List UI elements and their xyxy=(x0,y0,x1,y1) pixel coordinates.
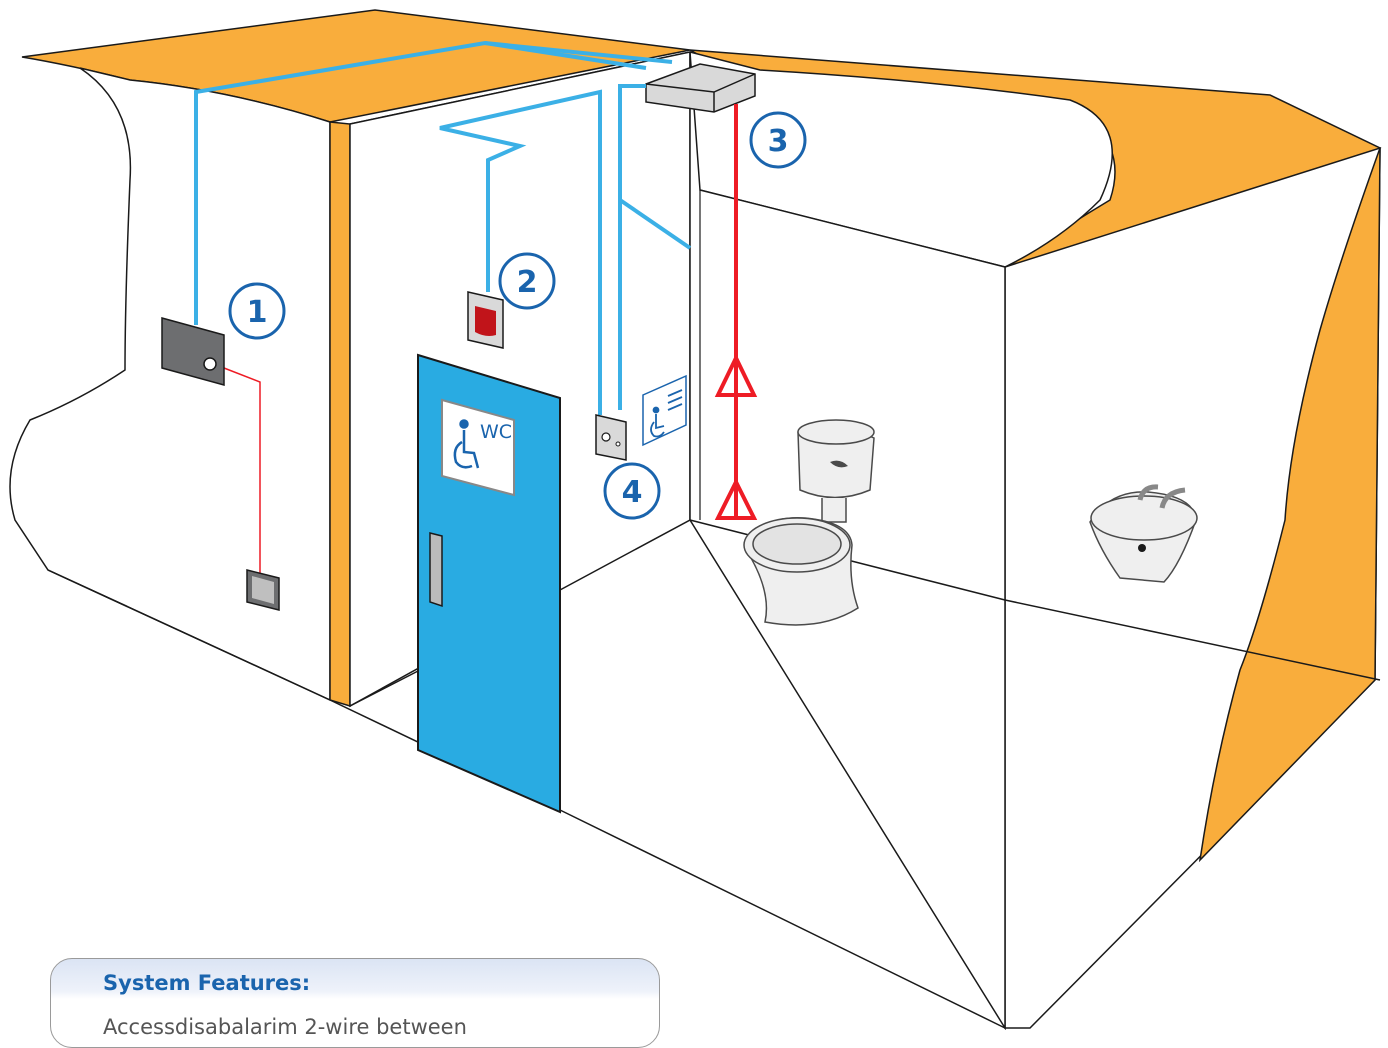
svg-text:4: 4 xyxy=(622,475,643,510)
sounder-lens xyxy=(475,306,496,336)
indicator-light xyxy=(204,358,216,370)
door-sign-text: WC xyxy=(480,421,512,443)
svg-text:3: 3 xyxy=(768,124,789,159)
callout-1: 1 xyxy=(230,284,284,338)
reset-button[interactable] xyxy=(596,415,626,460)
svg-text:1: 1 xyxy=(247,295,268,330)
door-handle[interactable] xyxy=(430,533,442,606)
left-wall xyxy=(10,68,330,700)
basin-drain xyxy=(1138,544,1146,552)
wall-edge xyxy=(330,122,350,706)
features-title: System Features: xyxy=(103,971,310,995)
svg-text:2: 2 xyxy=(517,265,538,300)
features-first-line: Accessdisabalarim 2-wire between xyxy=(103,1015,467,1039)
system-features-panel: System Features: Accessdisabalarim 2-wir… xyxy=(50,958,660,1048)
callout-3: 3 xyxy=(751,113,805,167)
callout-2: 2 xyxy=(500,254,554,308)
callout-4: 4 xyxy=(605,464,659,518)
